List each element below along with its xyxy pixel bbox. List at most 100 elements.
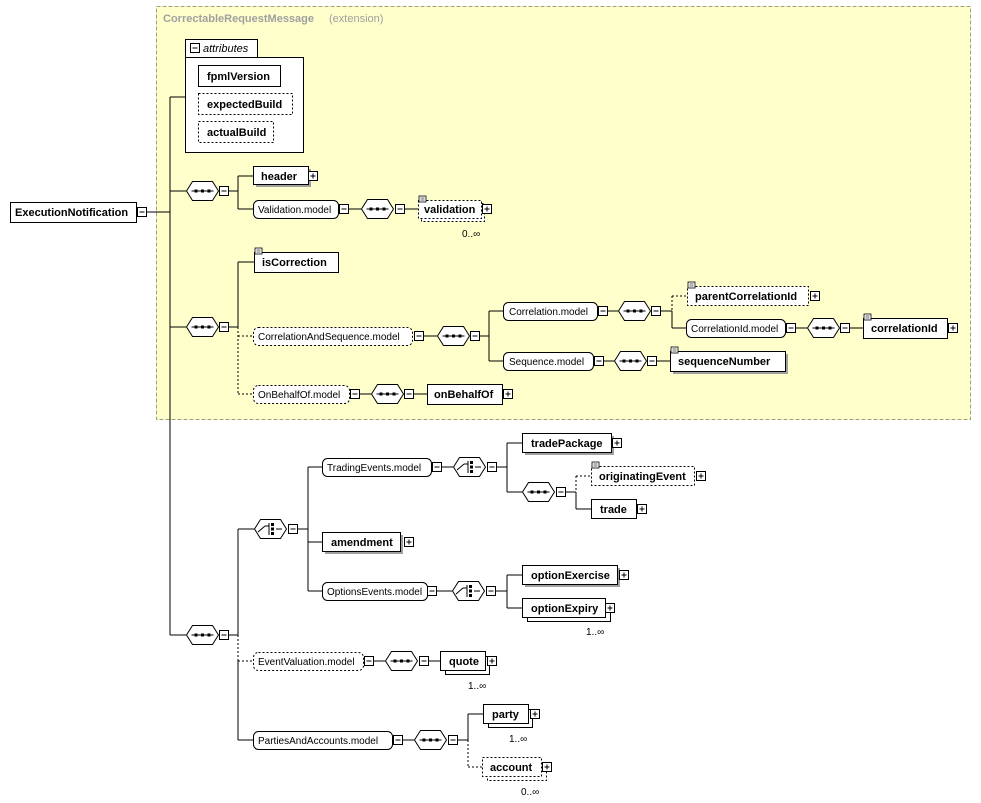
- collapse-icon[interactable]: [219, 630, 229, 640]
- attr-fpmlversion[interactable]: [198, 65, 281, 87]
- expand-icon[interactable]: [810, 291, 820, 301]
- group-correlationandsequence-model[interactable]: CorrelationAndSequence.model: [253, 327, 424, 346]
- element-parentcorrelationid[interactable]: parentCorrelationId: [687, 281, 820, 306]
- collapse-icon[interactable]: [594, 356, 604, 366]
- element-quote[interactable]: quote 1..∞: [440, 651, 497, 693]
- element-validation[interactable]: validation 0..∞: [418, 195, 492, 240]
- element-header[interactable]: header: [253, 166, 318, 188]
- collapse-icon[interactable]: [487, 462, 497, 472]
- collapse-icon[interactable]: [350, 389, 360, 399]
- group-correlation-model[interactable]: Correlation.model: [503, 302, 608, 321]
- collapse-icon[interactable]: [288, 524, 298, 534]
- expand-icon[interactable]: [487, 656, 497, 666]
- element-iscorrection[interactable]: isCorrection: [254, 247, 339, 273]
- element-optionexpiry[interactable]: optionExpiry 1..∞: [522, 598, 615, 639]
- sequence-compositor-sequence[interactable]: [613, 351, 657, 371]
- collapse-icon[interactable]: [556, 487, 566, 497]
- collapse-icon[interactable]: [432, 462, 442, 472]
- extension-title: CorrectableRequestMessage: [163, 13, 314, 25]
- quote-label: quote: [449, 656, 479, 668]
- group-tradingevents-model[interactable]: TradingEvents.model: [322, 458, 442, 477]
- group-partiesandaccounts-model[interactable]: PartiesAndAccounts.model: [253, 731, 403, 750]
- expand-icon[interactable]: [530, 709, 540, 719]
- collapse-icon[interactable]: [395, 204, 405, 214]
- choice-compositor-optionsevents[interactable]: [451, 581, 496, 601]
- sequence-compositor-validation[interactable]: [360, 199, 405, 219]
- group-optionsevents-model[interactable]: OptionsEvents.model: [322, 582, 437, 601]
- choice-compositor-1[interactable]: [253, 519, 298, 539]
- collapse-icon[interactable]: [448, 735, 458, 745]
- expand-icon[interactable]: [605, 603, 615, 613]
- sequence-compositor-onbehalfof[interactable]: [370, 384, 414, 404]
- group-onbehalfof-model[interactable]: OnBehalfOf.model: [253, 385, 360, 404]
- sequence-compositor-3[interactable]: [185, 625, 229, 645]
- group-validation-model[interactable]: Validation.model: [253, 200, 349, 219]
- element-executionnotification[interactable]: ExecutionNotification: [10, 202, 147, 223]
- validation-label: validation: [424, 204, 476, 216]
- correlationid-model-label: CorrelationId.model: [691, 324, 778, 335]
- collapse-icon[interactable]: [470, 331, 480, 341]
- attr-actualbuild[interactable]: [198, 121, 274, 143]
- sequence-compositor-2[interactable]: [185, 317, 229, 337]
- attributes-label: attributes: [203, 43, 249, 55]
- collapse-icon[interactable]: [647, 356, 657, 366]
- collapse-icon[interactable]: [786, 323, 796, 333]
- expand-icon[interactable]: [308, 171, 318, 181]
- expand-icon[interactable]: [542, 762, 552, 772]
- collapse-icon[interactable]: [393, 735, 403, 745]
- element-optionexercise[interactable]: optionExercise: [522, 565, 629, 588]
- group-eventvaluation-model[interactable]: EventValuation.model: [253, 652, 374, 671]
- group-sequence-model[interactable]: Sequence.model: [503, 352, 604, 371]
- collapse-attributes-icon[interactable]: [190, 43, 200, 53]
- collapse-icon[interactable]: [404, 389, 414, 399]
- sequence-compositor-correlationid[interactable]: [806, 318, 850, 338]
- collapse-icon[interactable]: [339, 204, 349, 214]
- amendment-label: amendment: [331, 537, 393, 549]
- choice-compositor-tradingevents[interactable]: [452, 457, 497, 477]
- account-label: account: [490, 762, 533, 774]
- collapse-icon[interactable]: [427, 586, 437, 596]
- sequencenumber-label: sequenceNumber: [678, 356, 771, 368]
- collapse-icon[interactable]: [364, 656, 374, 666]
- collapse-icon[interactable]: [598, 306, 608, 316]
- extension-suffix: (extension): [329, 13, 383, 25]
- collapse-icon[interactable]: [651, 306, 661, 316]
- sequence-compositor-1[interactable]: [185, 181, 229, 201]
- element-onbehalfof[interactable]: onBehalfOf: [427, 384, 513, 405]
- element-trade[interactable]: trade: [591, 499, 647, 519]
- group-correlationid-model[interactable]: CorrelationId.model: [686, 319, 796, 338]
- expand-icon[interactable]: [619, 570, 629, 580]
- element-tradepackage[interactable]: tradePackage: [522, 433, 622, 456]
- element-account[interactable]: account 0..∞: [482, 757, 552, 799]
- sequence-compositor-tradingevents[interactable]: [521, 482, 566, 502]
- sequence-compositor-partiesandaccounts[interactable]: [413, 730, 458, 750]
- collapse-icon[interactable]: [486, 586, 496, 596]
- expand-icon[interactable]: [612, 438, 622, 448]
- sequence-compositor-correlation[interactable]: [617, 301, 661, 321]
- element-sequencenumber[interactable]: sequenceNumber: [670, 346, 789, 374]
- expand-icon[interactable]: [696, 471, 706, 481]
- element-correlationid[interactable]: correlationId: [863, 313, 958, 339]
- sequence-compositor-correlationandsequence[interactable]: [436, 326, 480, 346]
- party-label: party: [492, 709, 520, 721]
- element-amendment[interactable]: amendment: [322, 532, 414, 555]
- collapse-icon[interactable]: [219, 322, 229, 332]
- expand-icon[interactable]: [948, 323, 958, 333]
- attr-expectedbuild[interactable]: [198, 93, 293, 115]
- correlationandsequence-model-label: CorrelationAndSequence.model: [258, 332, 400, 343]
- element-originatingevent[interactable]: originatingEvent: [591, 461, 706, 486]
- expand-icon[interactable]: [482, 204, 492, 214]
- collapse-icon[interactable]: [414, 331, 424, 341]
- tradingevents-model-label: TradingEvents.model: [327, 463, 421, 474]
- collapse-icon[interactable]: [219, 186, 229, 196]
- attributes-panel: attributes fpmlVersion expectedBuild act…: [185, 39, 304, 153]
- collapse-icon[interactable]: [419, 656, 429, 666]
- expand-icon[interactable]: [503, 389, 513, 399]
- expand-icon[interactable]: [404, 537, 414, 547]
- element-party[interactable]: party 1..∞: [483, 704, 540, 746]
- originatingevent-label: originatingEvent: [599, 471, 686, 483]
- collapse-icon[interactable]: [137, 207, 147, 217]
- expand-icon[interactable]: [637, 504, 647, 514]
- collapse-icon[interactable]: [840, 323, 850, 333]
- sequence-compositor-eventvaluation[interactable]: [384, 651, 429, 671]
